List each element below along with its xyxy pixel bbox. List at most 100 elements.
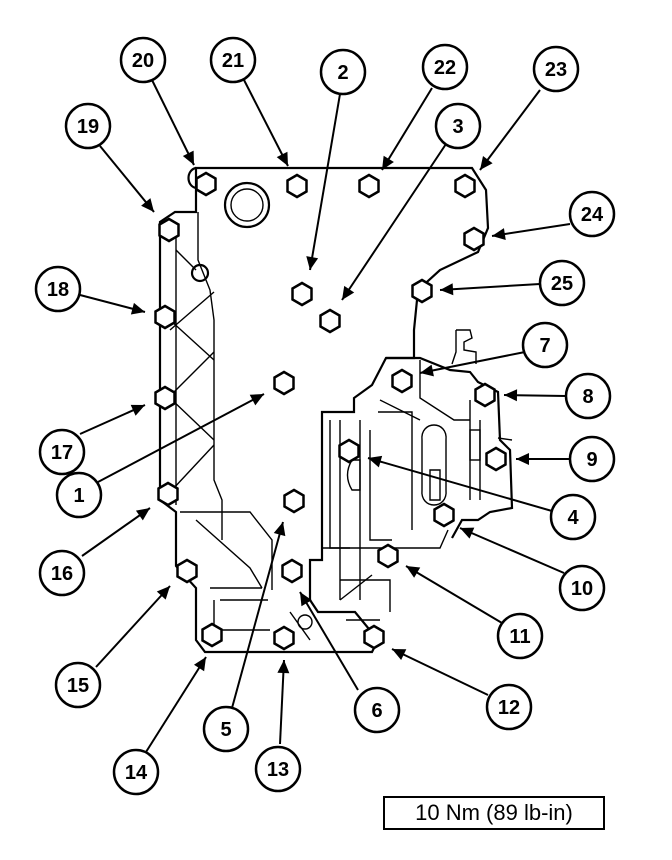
arrowhead-18 <box>130 302 145 315</box>
bolt-1 <box>273 370 295 396</box>
callout-11: 11 <box>496 612 544 660</box>
callout-label: 13 <box>267 759 289 781</box>
torque-spec-label: 10 Nm (89 lb-in) <box>383 796 605 830</box>
callout-label: 17 <box>51 442 73 464</box>
arrowhead-21 <box>276 151 288 166</box>
bolt-15 <box>176 558 198 584</box>
leader-22 <box>381 87 433 171</box>
arrowhead-13 <box>277 660 290 674</box>
bolt-4 <box>338 438 360 464</box>
callout-label: 1 <box>73 485 84 507</box>
bolt-2 <box>291 281 313 307</box>
arrowheads <box>130 150 529 674</box>
leader-lines <box>79 79 571 753</box>
callout-21: 21 <box>209 36 257 84</box>
callout-label: 16 <box>51 563 73 585</box>
arrowhead-15 <box>156 586 170 600</box>
callout-23: 23 <box>532 45 580 93</box>
callout-15: 15 <box>54 661 102 709</box>
valve-body-outline <box>158 166 514 654</box>
bolt-9 <box>485 446 507 472</box>
callout-8: 8 <box>564 372 612 420</box>
leader-16 <box>81 507 151 557</box>
leader-23 <box>479 89 541 171</box>
callout-label: 5 <box>220 719 231 741</box>
callout-24: 24 <box>568 190 616 238</box>
leader-24 <box>491 223 571 237</box>
callout-label: 3 <box>452 116 463 138</box>
callout-group: 1 2 3 4 5 6 7 8 9 10 11 12 13 14 15 16 1… <box>34 36 616 796</box>
arrowhead-20 <box>182 150 194 165</box>
arrowhead-25 <box>440 283 454 296</box>
arrowhead-4 <box>368 455 383 468</box>
bolt-7 <box>391 368 413 394</box>
bolt-22 <box>358 173 380 199</box>
arrowhead-16 <box>135 508 150 521</box>
callout-label: 9 <box>586 449 597 471</box>
arrowhead-1 <box>249 394 264 406</box>
arrowhead-10 <box>460 527 475 539</box>
callout-19: 19 <box>64 102 112 150</box>
callout-18: 18 <box>34 265 82 313</box>
callout-5: 5 <box>202 705 250 753</box>
callout-label: 15 <box>67 675 89 697</box>
callout-14: 14 <box>112 748 160 796</box>
bolt-16 <box>157 481 179 507</box>
callout-25: 25 <box>538 259 586 307</box>
arrowhead-22 <box>382 155 394 170</box>
bolt-18 <box>154 304 176 330</box>
callout-label: 10 <box>571 578 593 600</box>
callout-label: 11 <box>509 626 530 648</box>
arrowhead-6 <box>300 592 312 607</box>
leader-3 <box>341 143 447 301</box>
callout-22: 22 <box>421 43 469 91</box>
leader-6 <box>299 591 359 691</box>
arrowhead-8 <box>504 389 518 402</box>
arrowhead-17 <box>130 404 145 416</box>
callout-label: 2 <box>337 62 348 84</box>
arrowhead-24 <box>492 228 506 240</box>
leader-20 <box>151 79 195 166</box>
bolt-13 <box>273 625 295 651</box>
callout-13: 13 <box>254 745 302 793</box>
bolt-17 <box>154 385 176 411</box>
callout-label: 18 <box>47 279 69 301</box>
bolt-10 <box>433 502 455 528</box>
callout-9: 9 <box>568 435 616 483</box>
arrowhead-5 <box>273 522 286 537</box>
bolt-23 <box>454 173 476 199</box>
callout-label: 8 <box>582 386 593 408</box>
callout-17: 17 <box>38 428 86 476</box>
arrowhead-3 <box>342 285 355 300</box>
bolt-11 <box>377 543 399 569</box>
arrowhead-2 <box>306 256 319 270</box>
bolt-8 <box>474 382 496 408</box>
callout-16: 16 <box>38 549 86 597</box>
arrowhead-12 <box>392 649 407 661</box>
leader-21 <box>243 79 289 167</box>
arrowhead-14 <box>193 657 206 672</box>
bolt-6 <box>281 558 303 584</box>
callout-label: 6 <box>371 700 382 722</box>
callout-7: 7 <box>521 321 569 369</box>
arrowhead-9 <box>516 453 529 465</box>
callout-4: 4 <box>549 493 597 541</box>
bolt-19 <box>158 217 180 243</box>
callout-3: 3 <box>434 102 482 150</box>
arrowhead-19 <box>141 198 154 212</box>
leader-15 <box>95 585 171 668</box>
callout-20: 20 <box>119 36 167 84</box>
leader-13 <box>279 659 285 745</box>
bolt-25 <box>411 278 433 304</box>
leader-19 <box>99 145 155 213</box>
bolt-group <box>154 171 507 651</box>
bolt-20 <box>195 171 217 197</box>
bolt-5 <box>283 488 305 514</box>
callout-label: 21 <box>222 50 244 72</box>
callout-label: 14 <box>125 762 148 784</box>
bolt-12 <box>363 624 385 650</box>
leader-4 <box>367 457 553 512</box>
bolt-24 <box>463 226 485 252</box>
leader-11 <box>405 565 503 624</box>
